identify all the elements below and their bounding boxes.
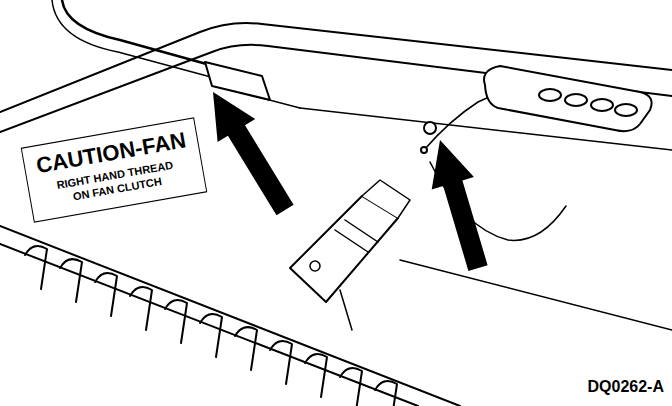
clip [290, 196, 398, 302]
clip [335, 220, 378, 252]
connector-pin [615, 104, 637, 116]
figure-code: DQ0262-A [588, 378, 664, 396]
clip [340, 290, 352, 330]
shroud-edge [0, 23, 672, 112]
connector [484, 66, 652, 131]
shroud-edge [0, 226, 460, 406]
wire-terminal [424, 122, 436, 134]
connector-pin [565, 94, 587, 106]
shroud-edge [400, 260, 672, 330]
pointer-arrow [213, 92, 294, 215]
shroud-edge [0, 45, 672, 132]
caution-label: CAUTION-FANRIGHT HAND THREAD ON FAN CLUT… [21, 117, 208, 222]
wire-terminal [421, 147, 427, 153]
connector-pin [591, 99, 613, 111]
clip [362, 180, 410, 218]
radiator-fins [25, 246, 397, 406]
pointer-arrow [432, 140, 488, 271]
connector-pin [539, 89, 561, 101]
hose [52, 0, 222, 80]
clip-hole [310, 261, 320, 271]
